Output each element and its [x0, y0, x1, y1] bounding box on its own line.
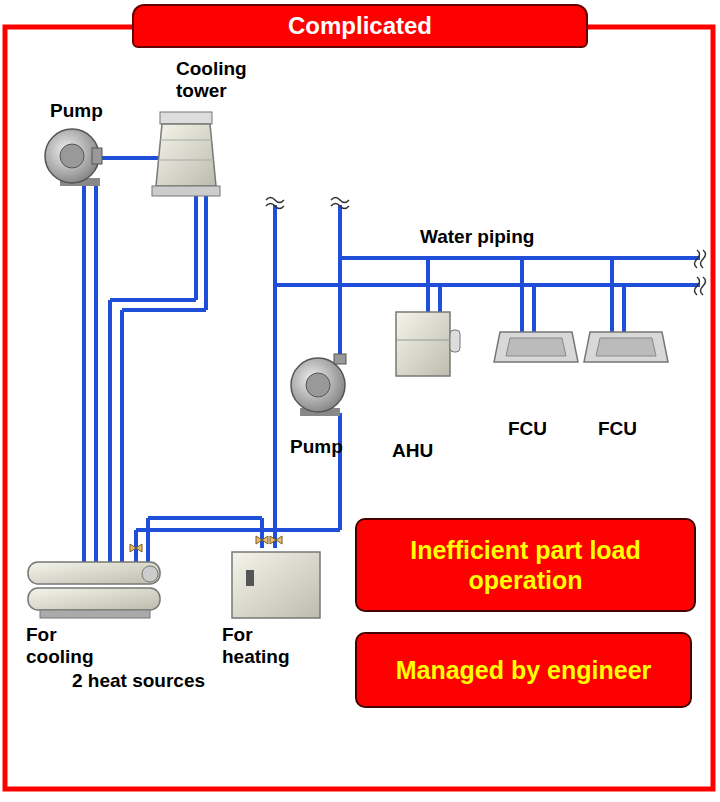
part-label: 2 heat sources [72, 670, 205, 692]
part-label: Pump [50, 100, 103, 122]
node-text: Complicated [288, 12, 432, 40]
part-label: AHU [392, 440, 433, 462]
heading-tab: Complicated [132, 4, 588, 48]
part-label: Cooling tower [176, 58, 271, 102]
node-text: Managed by engineer [396, 655, 652, 685]
part-label: For cooling [26, 624, 106, 668]
fcu-unit [494, 332, 668, 362]
ahu-unit [396, 312, 460, 376]
callout-box: Managed by engineer [355, 632, 692, 708]
heater-unit [232, 552, 320, 618]
part-label: FCU [598, 418, 637, 440]
part-label: For heating [222, 624, 302, 668]
node-text: Inefficient part load operation [363, 535, 688, 595]
pump-symbol [291, 354, 346, 416]
water-pipes [84, 158, 700, 562]
pump-symbol [45, 129, 102, 186]
frame [5, 27, 713, 789]
cooling-tower [152, 112, 220, 196]
part-label: Pump [290, 436, 343, 458]
break-marks [266, 198, 706, 296]
callout-box: Inefficient part load operation [355, 518, 696, 612]
valves [130, 536, 282, 552]
part-label: Water piping [420, 226, 534, 248]
part-label: FCU [508, 418, 547, 440]
chiller-unit [28, 562, 160, 618]
